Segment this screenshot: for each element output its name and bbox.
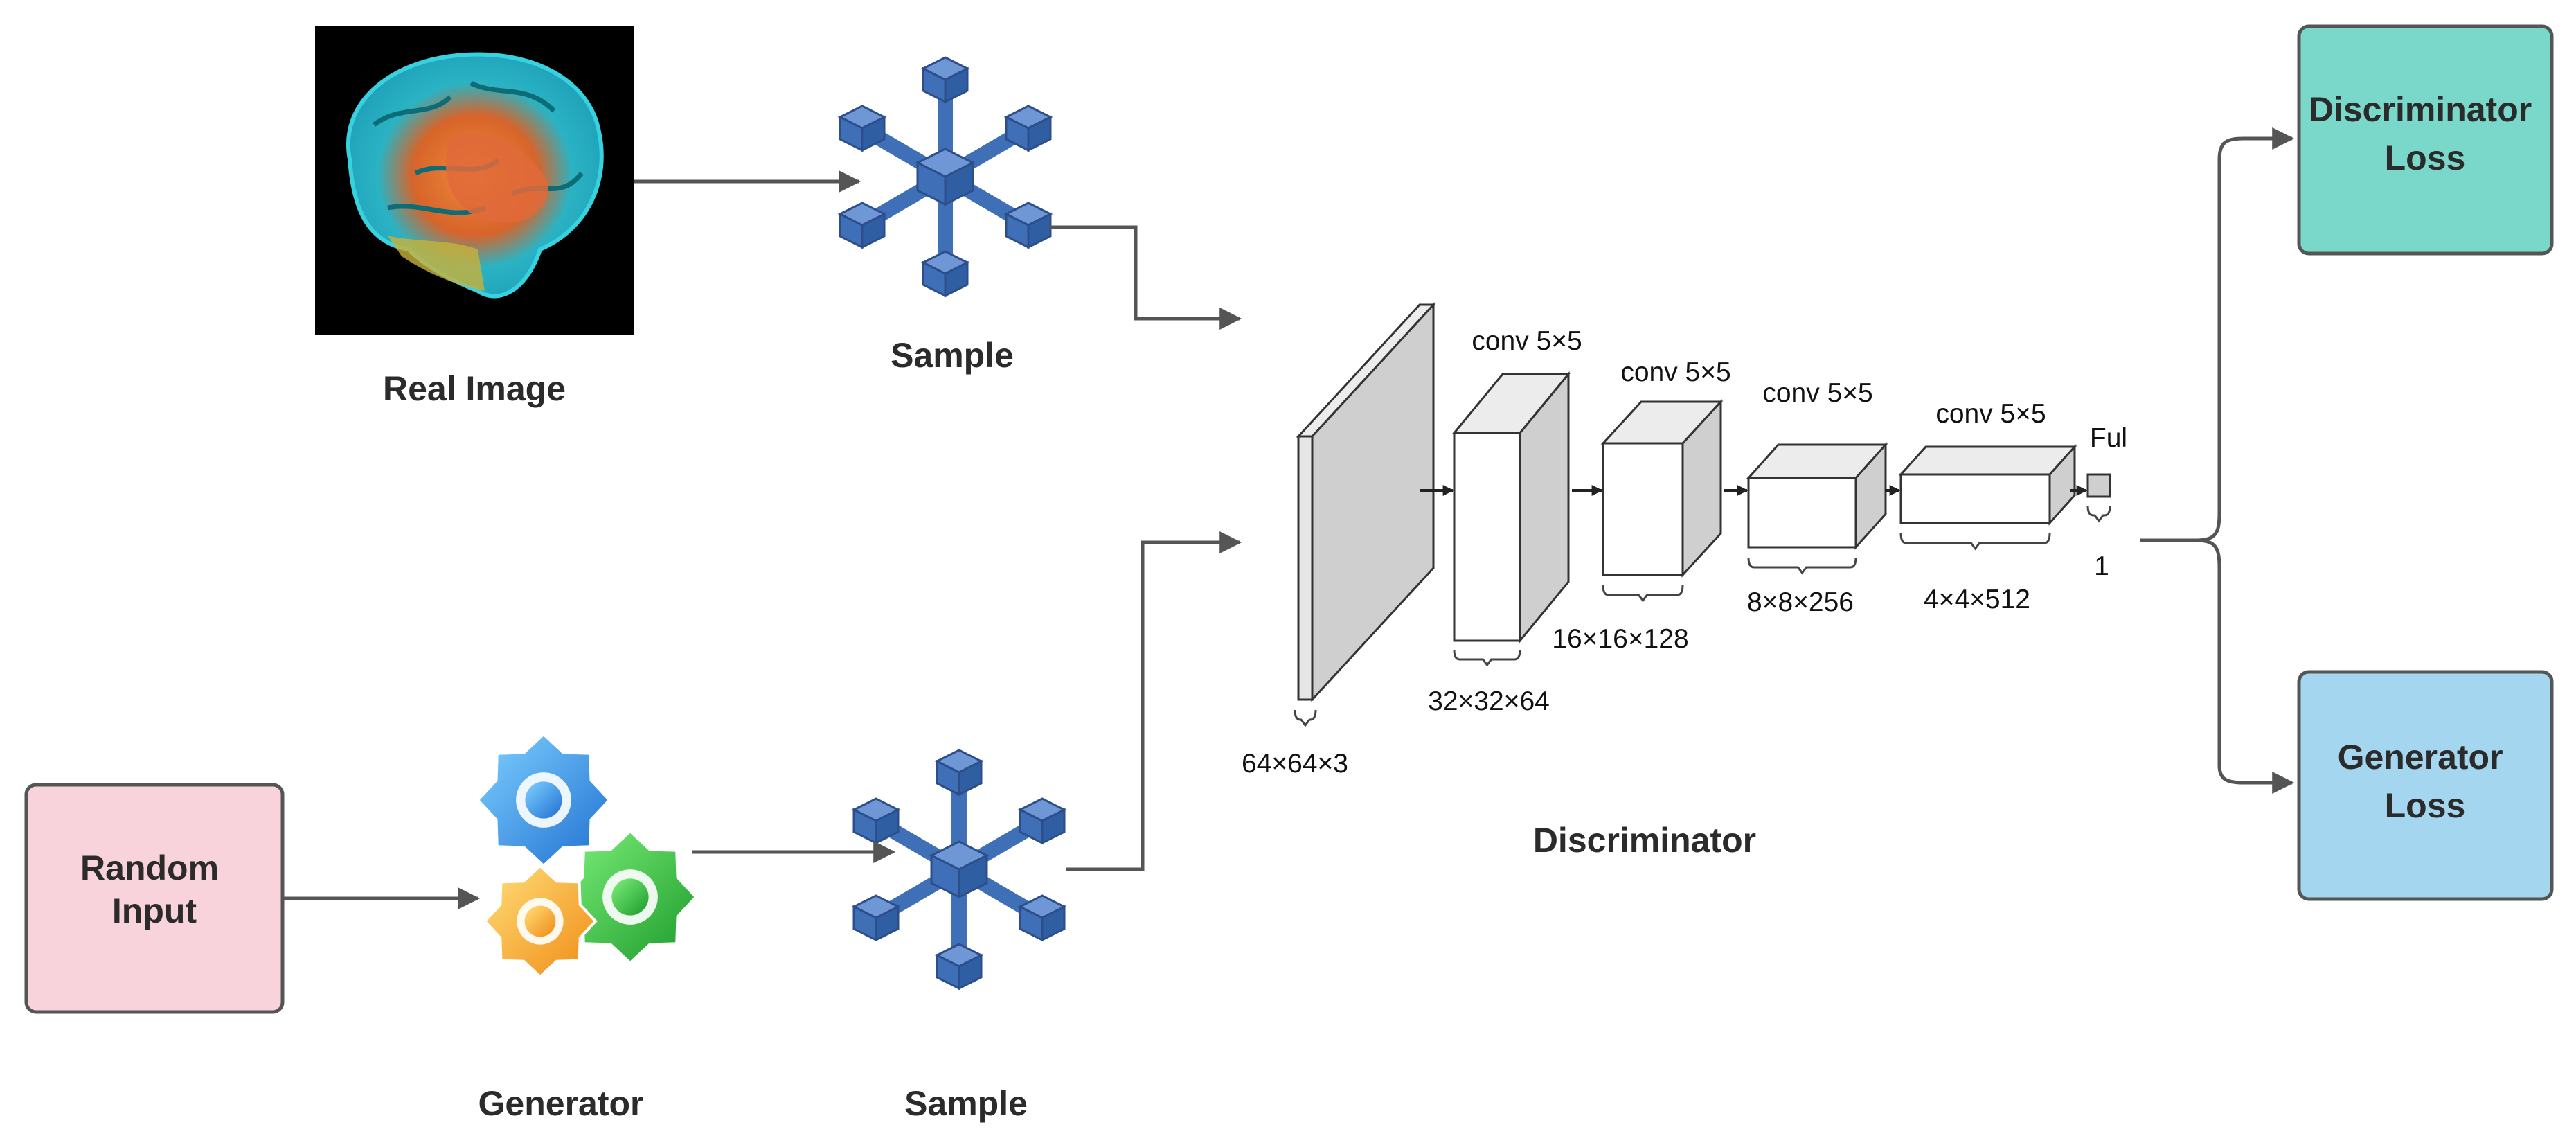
dim-brace-0 xyxy=(1294,709,1317,727)
dim-brace-1 xyxy=(1453,649,1521,667)
sample-cubes-shape xyxy=(837,56,1053,298)
discriminator-loss-label: Discriminator Loss xyxy=(2309,90,2541,177)
dim-brace-2 xyxy=(1602,585,1684,603)
real-image-picture xyxy=(315,26,634,335)
arrow-sample-to-discriminator xyxy=(1049,225,1242,330)
discriminator-network: 64×64×3 32×32×64 conv 5×5 16×16×128 conv 5×5… xyxy=(1242,302,2127,779)
layer-dims-4: 4×4×512 xyxy=(1924,585,2030,614)
gear-green-icon xyxy=(562,829,698,965)
arrow-fake-sample-to-discriminator xyxy=(1066,531,1242,871)
layer-op-4: conv 5×5 xyxy=(1935,399,2046,429)
layer-op-2: conv 5×5 xyxy=(1620,357,1730,387)
layer-dims-3: 8×8×256 xyxy=(1747,587,1854,617)
generator-loss-box xyxy=(2297,670,2554,901)
layer-op-3: conv 5×5 xyxy=(1762,378,1872,408)
layer-dims-0: 64×64×3 xyxy=(1242,749,1348,779)
real-image-label: Real Image xyxy=(383,369,566,408)
random-input-label: Random Input xyxy=(80,849,229,930)
layer-dims-1: 32×32×64 xyxy=(1428,686,1550,716)
layer-block-2 xyxy=(1600,399,1724,578)
sample-bottom-label: Sample xyxy=(904,1084,1028,1123)
generator-loss-label: Generator Loss xyxy=(2338,738,2513,825)
discriminator-loss-box xyxy=(2297,24,2554,256)
layer-op-1: conv 5×5 xyxy=(1472,326,1582,356)
layer-dims-2: 16×16×128 xyxy=(1552,624,1688,654)
arrow-to-generator-loss xyxy=(2194,538,2295,794)
dim-brace-4 xyxy=(1899,533,2051,551)
discriminator-label: Discriminator xyxy=(1533,821,1756,860)
layer-block-3 xyxy=(1746,442,1888,550)
dim-brace-3 xyxy=(1747,557,1857,575)
layer-block-4 xyxy=(1898,444,2077,526)
layer-block-5 xyxy=(2086,473,2111,498)
gear-blue-icon xyxy=(476,732,611,868)
gear-orange-icon xyxy=(483,864,598,979)
sample-top-label: Sample xyxy=(891,336,1014,375)
generator-label: Generator xyxy=(478,1084,644,1123)
sampling-cubes-icon-top xyxy=(837,56,1053,298)
arrow-to-discriminator-loss xyxy=(2140,127,2295,542)
dim-brace-5 xyxy=(2086,505,2111,523)
layer-block-0 xyxy=(1296,302,1436,702)
sample-cubes-shape xyxy=(851,749,1067,991)
layer-op-5: Ful xyxy=(2090,423,2127,453)
layer-dims-5: 1 xyxy=(2094,551,2109,581)
layer-block-1 xyxy=(1451,371,1571,644)
sampling-cubes-icon-bottom xyxy=(851,749,1067,991)
gears-icon xyxy=(476,732,698,979)
